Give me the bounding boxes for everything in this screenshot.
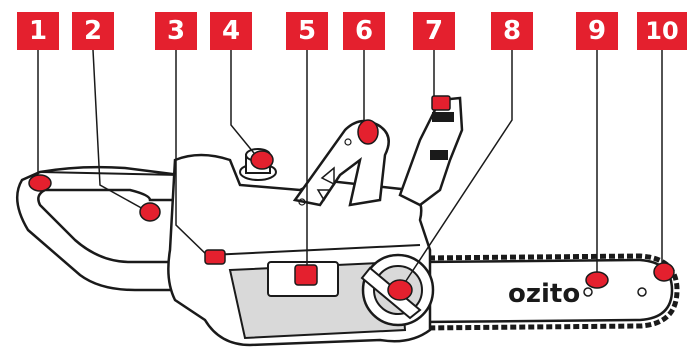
marker-7 [431, 95, 451, 111]
rear-handle [15, 165, 212, 292]
leader-4 [230, 50, 259, 159]
hand-guard [398, 96, 464, 207]
callout-markers [28, 95, 675, 301]
brand-logo: ozito [508, 279, 580, 309]
marker-1 [28, 174, 52, 192]
marker-4 [250, 150, 274, 170]
callout-number-3: 3 [155, 12, 197, 50]
guide-bar: ozito [418, 253, 680, 331]
chain [419, 253, 680, 331]
marker-2 [139, 202, 161, 222]
callout-number-2: 2 [72, 12, 114, 50]
callout-number-5: 5 [286, 12, 328, 50]
marker-3 [204, 249, 226, 265]
leader-3 [175, 50, 211, 259]
callout-number-9: 9 [576, 12, 618, 50]
marker-5 [294, 264, 318, 286]
callout-leaders [37, 49, 663, 291]
marker-9 [585, 271, 609, 289]
callout-number-10: 10 [637, 12, 687, 50]
callout-number-8: 8 [491, 12, 533, 50]
leader-8 [399, 50, 513, 291]
marker-10 [653, 262, 675, 282]
leader-2 [92, 49, 146, 211]
callout-number-1: 1 [17, 12, 59, 50]
marker-6 [357, 119, 379, 145]
callout-number-4: 4 [210, 12, 252, 50]
callout-number-7: 7 [413, 12, 455, 50]
callout-number-6: 6 [343, 12, 385, 50]
marker-8 [387, 279, 413, 301]
